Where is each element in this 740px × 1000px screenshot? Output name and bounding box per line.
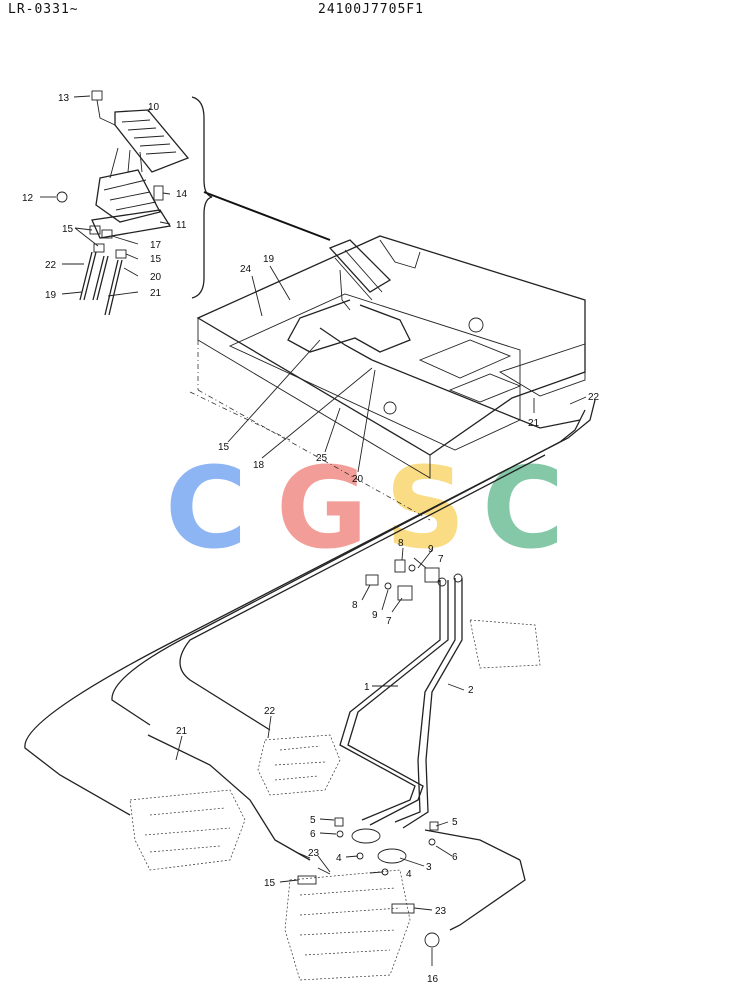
callout-23-a: 23 [308,848,320,859]
control-valve-outlines [129,619,541,981]
callout-23-b: 23 [435,906,447,917]
pedal-plate [114,109,190,173]
callout-22: 22 [264,706,276,717]
callout-14: 14 [176,189,188,200]
part-number: 24100J7705F1 [318,2,424,17]
callout-leaders [175,265,587,966]
callout-20: 20 [352,474,364,485]
callout-19-inset: 19 [45,290,57,301]
callout-15-inset-b: 15 [150,254,162,265]
callout-7-b: 7 [386,616,392,627]
callout-15-floor: 15 [218,442,230,453]
callout-4-a: 4 [336,853,342,864]
pedal-inset-detail [40,90,213,316]
callout-19: 19 [263,254,275,265]
long-hose-21-22 [24,399,596,931]
callout-13: 13 [58,93,70,104]
pedal-assembly [328,239,392,311]
fitting-cluster-lower [334,817,439,876]
watermark-letter-1: C [165,444,247,574]
callout-1: 1 [364,682,370,693]
inset-leader-line [203,191,331,241]
callout-8-b: 8 [352,600,358,611]
callout-25: 25 [316,453,328,464]
pedal-bracket [95,169,161,223]
callout-7-a: 7 [438,554,444,565]
callout-17: 17 [150,240,162,251]
callout-20-inset: 20 [150,272,162,283]
callout-22-inset: 22 [45,260,57,271]
fitting-23-16 [295,851,440,948]
callout-6-a: 6 [310,829,316,840]
callout-8-a: 8 [398,538,404,549]
callout-3: 3 [426,862,432,873]
callout-18: 18 [253,460,265,471]
callout-15-inset-a: 15 [62,224,74,235]
watermark-letter-3: S [385,444,466,574]
watermark-letter-2: G [276,444,368,574]
callout-5-a: 5 [310,815,316,826]
callout-21-inset: 21 [150,288,162,299]
serial-range: LR-0331~ [8,2,79,17]
stud-icon [153,185,164,201]
callout-21: 21 [176,726,188,737]
inset-bracket [191,96,213,299]
cgsc-watermark: C G S C [165,444,564,574]
callout-labels: 13 10 12 14 11 15 17 15 22 20 19 21 19 2… [22,93,600,985]
callout-4-b: 4 [406,869,412,880]
floor-hoses [287,299,581,429]
callout-22-floor: 22 [588,392,600,403]
callout-24: 24 [240,264,252,275]
callout-15-lower: 15 [264,878,276,889]
bolt-icon [91,90,103,101]
nut-icon [56,191,68,203]
callout-12: 12 [22,193,34,204]
callout-16: 16 [427,974,439,985]
floor-plate [189,235,586,521]
pipes-1-2 [339,573,463,829]
fitting-cluster-upper [365,559,440,601]
callout-9-a: 9 [428,544,434,555]
callout-9-b: 9 [372,610,378,621]
callout-2: 2 [468,685,474,696]
callout-11: 11 [176,220,187,231]
callout-5-b: 5 [452,817,458,828]
base-plate [91,209,172,239]
callout-21-floor: 21 [528,418,540,429]
callout-10: 10 [148,102,160,113]
callout-6-b: 6 [452,852,458,863]
watermark-letter-4: C [482,444,564,574]
